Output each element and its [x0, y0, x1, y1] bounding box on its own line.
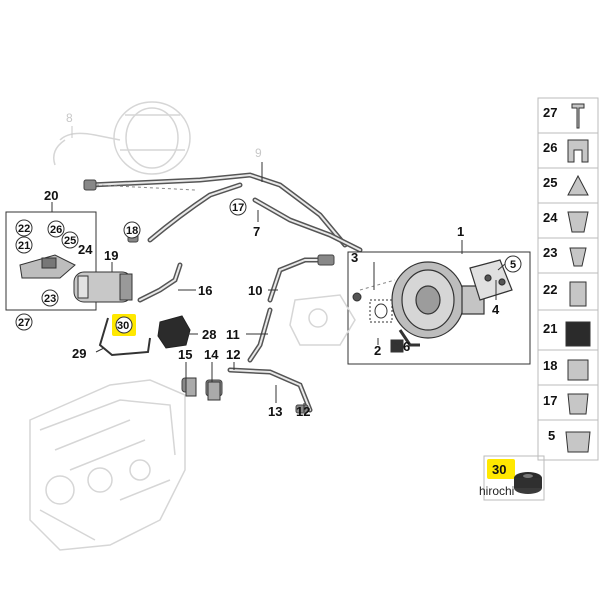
- callout-9: 9: [255, 146, 262, 160]
- callout-27: 27: [18, 317, 30, 329]
- callout-26-ring: 26: [47, 220, 65, 238]
- callout-13: 13: [268, 404, 282, 419]
- grommet-30-icon: [514, 472, 542, 494]
- brake-booster-ghost: [53, 101, 191, 175]
- clip-23-icon: [569, 247, 587, 267]
- side-label-6: 22: [543, 282, 557, 297]
- bracket-29: [98, 317, 151, 357]
- side-label-8: 18: [543, 358, 557, 373]
- callout-18: 18: [126, 225, 138, 237]
- clip-18-icon: [567, 359, 589, 381]
- featured-part-box: 30 hirochi: [479, 455, 545, 501]
- clip-17-icon: [567, 393, 589, 415]
- callout-21: 21: [18, 240, 30, 252]
- callout-25-ring: 25: [61, 231, 79, 249]
- callout-16: 16: [198, 283, 212, 298]
- callout-5-ring: 5: [504, 255, 522, 273]
- callout-17: 17: [232, 202, 244, 214]
- vacuum-pump: [73, 271, 133, 303]
- featured-highlight: [487, 459, 515, 479]
- callout-30: 30: [117, 320, 129, 332]
- callout-19: 19: [104, 248, 118, 263]
- clip-26-icon: [567, 139, 589, 163]
- rubber-mount-28: [157, 315, 191, 349]
- callout-4: 4: [492, 302, 500, 317]
- sensor-15-14: [185, 377, 221, 401]
- inset-frame-20: [5, 211, 97, 311]
- callout-23: 23: [44, 293, 56, 305]
- callout-8: 8: [66, 111, 73, 125]
- callout-1: 1: [457, 224, 464, 239]
- callout-29: 29: [72, 346, 86, 361]
- seal-and-pin: [352, 292, 404, 353]
- callout-12b: 12: [296, 404, 310, 419]
- side-panel-rows: [538, 132, 598, 421]
- callout-25: 25: [64, 235, 76, 247]
- callout-20: 20: [44, 188, 58, 203]
- leader-lines: [51, 162, 506, 412]
- grommet-21-icon: [565, 321, 591, 347]
- side-label-1: 27: [543, 105, 557, 120]
- bolt-27-icon: [571, 103, 585, 129]
- callout-17-ring: 17: [229, 198, 247, 216]
- callout-18-ring: 18: [123, 221, 141, 239]
- sleeve-22-icon: [569, 281, 587, 307]
- callout-2: 2: [374, 343, 381, 358]
- callout-26: 26: [50, 224, 62, 236]
- callout-30-highlight: 30: [112, 314, 136, 336]
- featured-part-label: 30: [492, 462, 506, 477]
- engine-block-ghost: [29, 379, 186, 551]
- master-cylinder-ghost: [289, 294, 356, 346]
- side-label-3: 25: [543, 175, 557, 190]
- callout-6: 6: [403, 339, 410, 354]
- fastener-glyphs: [565, 103, 591, 453]
- callout-10: 10: [248, 283, 262, 298]
- callout-7: 7: [253, 224, 260, 239]
- callout-3: 3: [351, 250, 358, 265]
- callout-22-ring: 22: [15, 219, 33, 237]
- dashed-leaders: [95, 184, 396, 291]
- callout-21-ring: 21: [15, 236, 33, 254]
- side-panel: 27 26 25 24 23 22 21 18 17 5: [537, 97, 599, 461]
- side-label-5: 23: [543, 245, 557, 260]
- clip-25-icon: [567, 174, 589, 196]
- callout-22: 22: [18, 223, 30, 235]
- nut-5-icon: [565, 431, 591, 453]
- callout-27-ring: 27: [15, 313, 33, 331]
- side-label-2: 26: [543, 140, 557, 155]
- callout-15: 15: [178, 347, 192, 362]
- side-label-9: 17: [543, 393, 557, 408]
- callout-12a: 12: [226, 347, 240, 362]
- watermark: hirochi: [479, 484, 514, 498]
- side-label-4: 24: [543, 210, 558, 225]
- callout-24: 24: [78, 242, 93, 257]
- pump-bracket: [19, 254, 76, 279]
- side-label-7: 21: [543, 321, 557, 336]
- brake-booster: [391, 259, 513, 347]
- callout-14: 14: [204, 347, 219, 362]
- side-label-10: 5: [548, 428, 555, 443]
- callout-23-ring: 23: [41, 289, 59, 307]
- clip-24-icon: [567, 211, 589, 233]
- callout-5: 5: [510, 259, 516, 271]
- callout-11: 11: [226, 327, 240, 342]
- callout-28: 28: [202, 327, 216, 342]
